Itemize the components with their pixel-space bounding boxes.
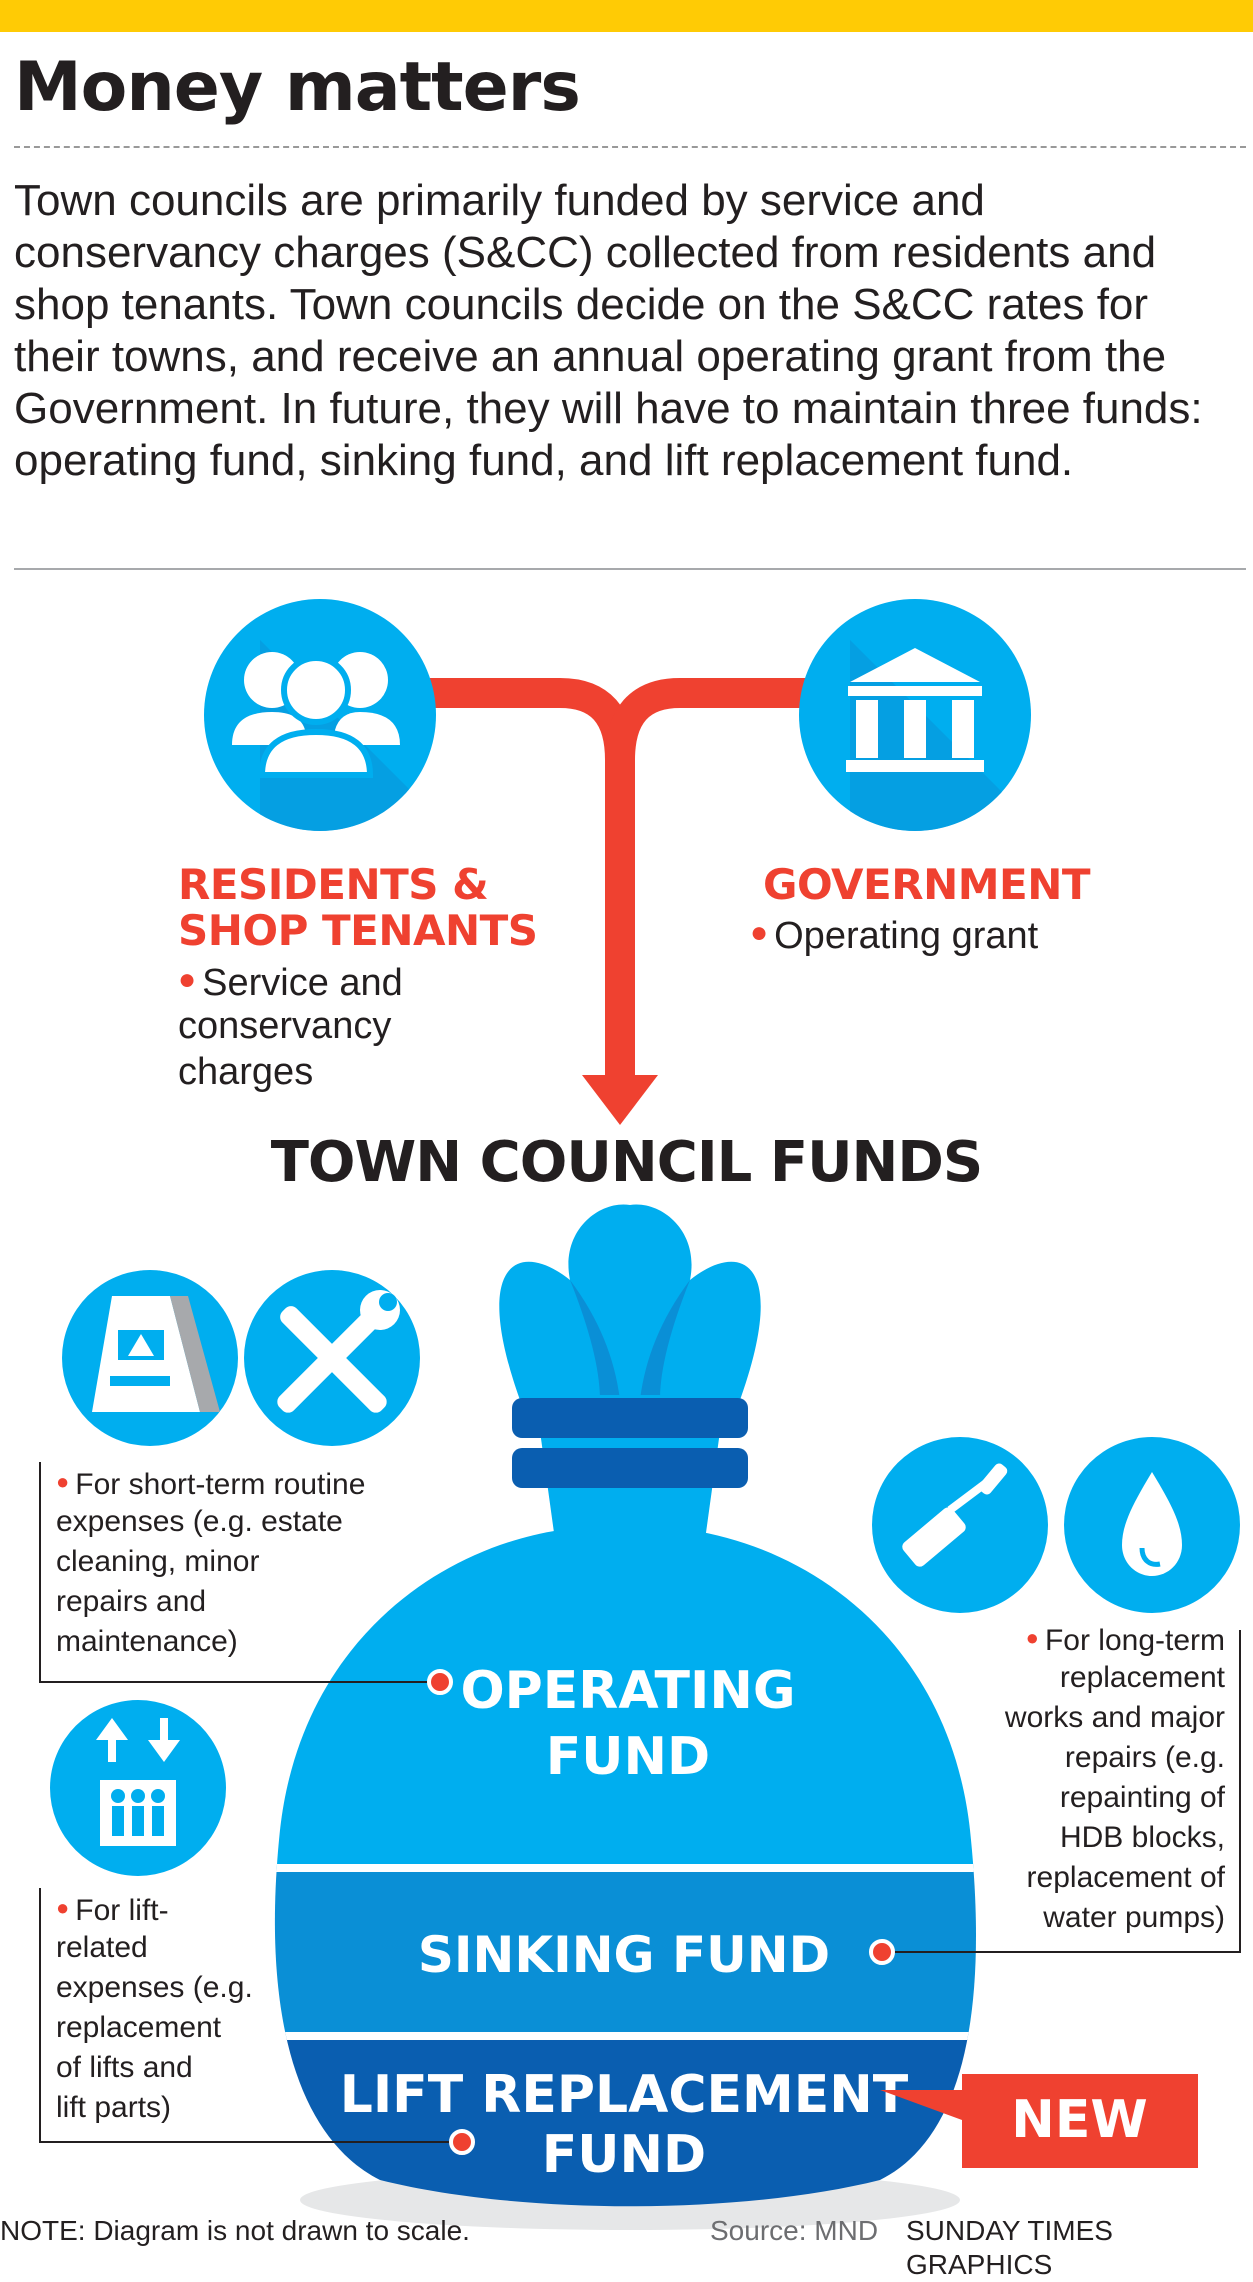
operating-note-text-1: For short-term routine [75, 1468, 366, 1501]
paint-roller-icon [872, 1437, 1048, 1613]
bullet-dot: ● [56, 1469, 70, 1494]
residents-label-line2: SHOP TENANTS [178, 906, 538, 955]
residents-detail-line1: ●Service and [178, 957, 403, 1006]
sinking-note-line1: ●For long-term [925, 1618, 1225, 1661]
operating-fund-marker [427, 1669, 453, 1695]
sinking-note-line7: replacement of [1026, 1861, 1225, 1894]
residents-detail-line3: charges [178, 1051, 314, 1093]
government-label: GOVERNMENT [763, 860, 1091, 909]
new-badge-label: NEW [1011, 2090, 1148, 2150]
government-detail: ●Operating grant [750, 910, 1038, 959]
operating-note-line2: expenses (e.g. estate [56, 1505, 343, 1538]
lift-fund-label-2: FUND [542, 2125, 706, 2185]
intro-paragraph: Town councils are primarily funded by se… [14, 176, 1203, 485]
lift-note-line5: of lifts and [56, 2051, 193, 2084]
government-building-icon [799, 599, 1031, 831]
residents-label-line1: RESIDENTS & [178, 860, 489, 909]
flow-arrowhead [582, 1075, 658, 1125]
lift-icon [50, 1700, 226, 1876]
new-badge [880, 2074, 1198, 2168]
sinking-note-line8: water pumps) [1043, 1901, 1225, 1934]
bullet-dot: ● [1025, 1625, 1039, 1650]
lift-note-line3: expenses (e.g. [56, 1971, 253, 2004]
sinking-note-line5: repainting of [1059, 1781, 1225, 1814]
sinking-fund-marker [869, 1939, 895, 1965]
sinking-note-line4: repairs (e.g. [1064, 1741, 1225, 1774]
lift-note-text-1: For lift- [75, 1894, 169, 1927]
wet-floor-sign-icon [62, 1270, 238, 1446]
lift-note-line1: ●For lift- [56, 1888, 476, 1931]
operating-fund-label-2: FUND [546, 1727, 710, 1787]
tools-icon [244, 1270, 420, 1446]
lift-note-line2: related [56, 1931, 148, 1964]
sinking-note-line6: HDB blocks, [1059, 1821, 1225, 1854]
operating-note-line3: cleaning, minor [56, 1545, 260, 1578]
residents-detail-line2: conservancy [178, 1005, 392, 1047]
top-accent-bar [0, 0, 1253, 32]
funds-title: TOWN COUNCIL FUNDS [270, 1130, 984, 1195]
bullet-dot: ● [56, 1895, 70, 1920]
people-icon [204, 599, 436, 831]
operating-note-line5: maintenance) [56, 1625, 238, 1658]
solid-divider [14, 568, 1246, 570]
footer-credit: SUNDAY TIMES GRAPHICS [906, 2215, 1113, 2280]
footer-source: Source: MND [710, 2215, 879, 2246]
operating-note-line4: repairs and [56, 1585, 207, 1618]
residents-detail-text-1: Service and [202, 962, 403, 1004]
money-bag: OPERATING FUND SINKING FUND LIFT REPLACE… [274, 1204, 976, 2230]
bullet-dot: ● [750, 916, 769, 949]
flow-connector [430, 678, 810, 1125]
footer-note: NOTE: Diagram is not drawn to scale. [0, 2215, 470, 2246]
page-title: Money matters [14, 48, 581, 127]
sinking-note-line3: works and major [1004, 1701, 1225, 1734]
sinking-fund-label: SINKING FUND [418, 1926, 830, 1984]
bullet-dot: ● [178, 963, 197, 996]
lift-fund-marker [449, 2129, 475, 2155]
sinking-note-text-1: For long-term [1044, 1624, 1225, 1657]
operating-fund-label-1: OPERATING [460, 1661, 795, 1721]
lift-fund-label-1: LIFT REPLACEMENT [340, 2065, 909, 2125]
water-drop-icon [1064, 1437, 1240, 1613]
dashed-divider [14, 146, 1246, 148]
government-detail-text: Operating grant [774, 915, 1039, 957]
leader-lines [39, 1462, 1241, 2143]
operating-note-line1: ●For short-term routine [56, 1462, 476, 1505]
lift-note-line6: lift parts) [56, 2091, 172, 2124]
sinking-note-line2: replacement [1059, 1661, 1225, 1694]
lift-note-line4: replacement [56, 2011, 222, 2044]
